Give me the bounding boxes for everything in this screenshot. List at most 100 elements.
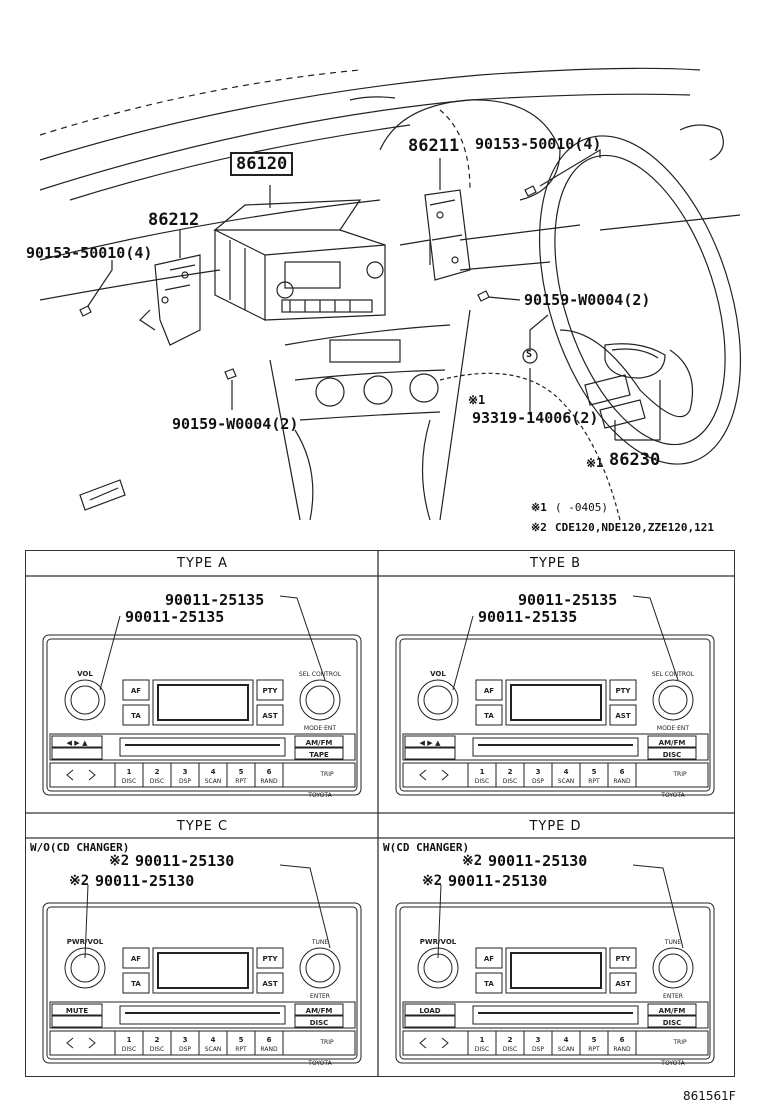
svg-text:1: 1 <box>480 1036 485 1044</box>
svg-text:AM/FM: AM/FM <box>659 739 686 747</box>
note-2-text: CDE120,NDE120,ZZE120,121 <box>555 521 714 534</box>
svg-text:PTY: PTY <box>616 687 632 695</box>
svg-text:PTY: PTY <box>263 687 279 695</box>
note-2-mark: ※2 <box>531 521 547 534</box>
svg-text:4: 4 <box>211 1036 216 1044</box>
svg-text:4: 4 <box>564 1036 569 1044</box>
svg-text:AM/FM: AM/FM <box>659 1007 686 1015</box>
svg-text:VOL: VOL <box>430 670 446 678</box>
svg-text:2: 2 <box>508 1036 513 1044</box>
mark-bottom: ※2 <box>422 873 443 889</box>
svg-text:TA: TA <box>131 980 141 988</box>
svg-text:DISC: DISC <box>475 1046 489 1053</box>
svg-text:DISC: DISC <box>503 778 517 785</box>
svg-text:AST: AST <box>615 980 630 988</box>
part-label-86120: 86120 <box>230 152 294 176</box>
svg-text:3: 3 <box>536 768 541 776</box>
svg-text:3: 3 <box>536 1036 541 1044</box>
svg-text:DISC: DISC <box>475 778 489 785</box>
svg-text:AM/FM: AM/FM <box>306 739 333 747</box>
mark-top: ※2 <box>462 853 483 869</box>
svg-text:3: 3 <box>183 1036 188 1044</box>
svg-text:DISC: DISC <box>503 1046 517 1053</box>
svg-text:6: 6 <box>267 768 272 776</box>
part-label-bottom: 90011-25135 <box>125 608 225 626</box>
svg-text:DISC: DISC <box>310 1019 329 1027</box>
svg-text:DSP: DSP <box>532 1046 544 1053</box>
svg-text:TA: TA <box>484 980 494 988</box>
svg-text:3: 3 <box>183 768 188 776</box>
part-label-93319: 93319-14006(2) <box>472 409 599 427</box>
part-label-screw-top-right: 90153-50010(4) <box>475 135 602 153</box>
svg-text:DSP: DSP <box>532 778 544 785</box>
svg-text:PWR/VOL: PWR/VOL <box>420 938 457 946</box>
svg-text:AM/FM: AM/FM <box>306 1007 333 1015</box>
svg-text:4: 4 <box>564 768 569 776</box>
svg-text:RAND: RAND <box>260 1046 278 1053</box>
svg-text:2: 2 <box>155 768 160 776</box>
svg-text:SEL CONTROL: SEL CONTROL <box>299 671 342 678</box>
svg-text:1: 1 <box>127 768 132 776</box>
svg-text:ENTER: ENTER <box>310 993 330 1000</box>
note-1-text: ( -0405) <box>555 501 608 514</box>
part-label-screw-top-left: 90153-50010(4) <box>26 244 153 262</box>
svg-text:5: 5 <box>592 768 597 776</box>
part-label-86230: 86230 <box>609 450 661 470</box>
svg-text:1: 1 <box>480 768 485 776</box>
svg-text:5: 5 <box>239 768 244 776</box>
part-label-bottom: 90011-25130 <box>448 872 548 890</box>
svg-text:TUNE: TUNE <box>664 939 682 946</box>
svg-text:TA: TA <box>131 712 141 720</box>
svg-text:DSP: DSP <box>179 778 191 785</box>
part-label-top: 90011-25130 <box>488 852 588 870</box>
svg-text:AF: AF <box>484 687 494 695</box>
part-label-top: 90011-25130 <box>135 852 235 870</box>
svg-text:TOYOTA: TOYOTA <box>660 792 685 799</box>
svg-text:TA: TA <box>484 712 494 720</box>
svg-text:MUTE: MUTE <box>66 1007 88 1015</box>
svg-text:TOYOTA: TOYOTA <box>307 1060 332 1067</box>
part-label-bottom: 90011-25130 <box>95 872 195 890</box>
svg-text:2: 2 <box>508 768 513 776</box>
svg-text:1: 1 <box>127 1036 132 1044</box>
part-label-top: 90011-25135 <box>518 591 618 609</box>
svg-text:SCAN: SCAN <box>205 1046 222 1053</box>
svg-text:AF: AF <box>131 687 141 695</box>
note-1-mark: ※1 <box>531 501 547 514</box>
svg-text:DISC: DISC <box>663 751 682 759</box>
svg-text:AST: AST <box>262 980 277 988</box>
mark-1-86230: ※1 <box>586 456 604 470</box>
mark-top: ※2 <box>109 853 130 869</box>
panel-title: TYPE C <box>176 819 229 834</box>
figure-number: 861561F <box>683 1089 736 1103</box>
svg-text:RAND: RAND <box>613 778 631 785</box>
svg-text:TOYOTA: TOYOTA <box>660 1060 685 1067</box>
svg-text:DSP: DSP <box>179 1046 191 1053</box>
svg-text:◀ ▶ ▲: ◀ ▶ ▲ <box>66 739 88 747</box>
svg-text:DISC: DISC <box>150 778 164 785</box>
svg-text:2: 2 <box>155 1036 160 1044</box>
svg-text:RAND: RAND <box>613 1046 631 1053</box>
svg-text:5: 5 <box>592 1036 597 1044</box>
panel-title: TYPE D <box>529 819 582 834</box>
svg-text:6: 6 <box>620 768 625 776</box>
svg-text:TUNE: TUNE <box>311 939 329 946</box>
svg-text:RPT: RPT <box>235 1046 247 1053</box>
panel-title: TYPE A <box>177 556 228 571</box>
svg-text:TRIP: TRIP <box>672 1039 687 1046</box>
panel-subtitle: W(CD CHANGER) <box>383 841 470 854</box>
svg-text:PTY: PTY <box>263 955 279 963</box>
svg-text:DISC: DISC <box>122 1046 136 1053</box>
svg-text:TRIP: TRIP <box>672 771 687 778</box>
svg-text:6: 6 <box>267 1036 272 1044</box>
svg-text:RAND: RAND <box>260 778 278 785</box>
svg-text:RPT: RPT <box>588 1046 600 1053</box>
